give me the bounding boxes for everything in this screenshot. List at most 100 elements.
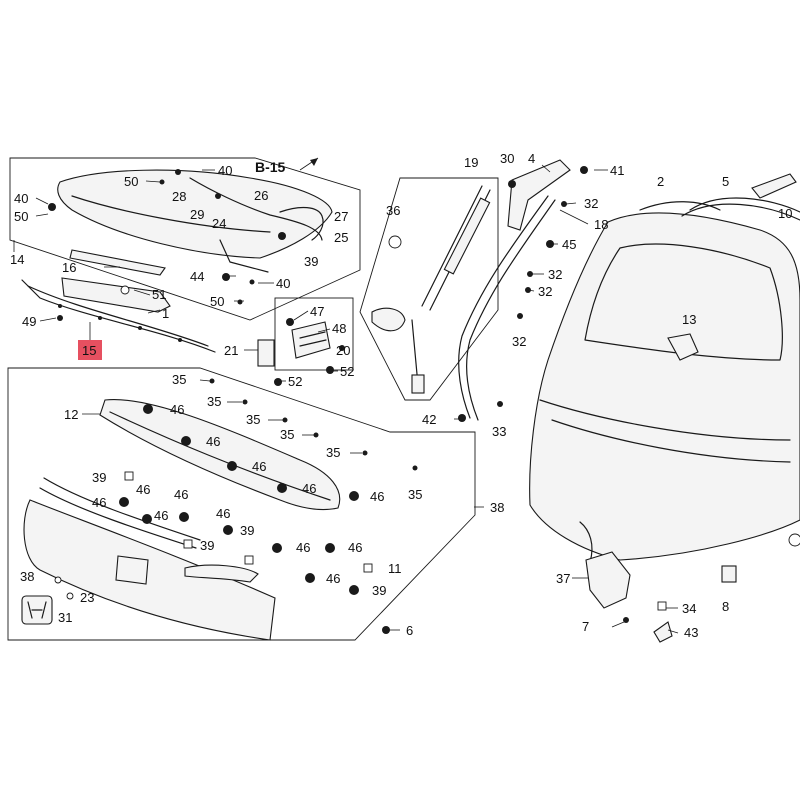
callout-27: 27 — [334, 209, 348, 224]
callout-19: 19 — [464, 155, 478, 170]
callout-32: 32 — [548, 267, 562, 282]
callout-46: 46 — [154, 508, 168, 523]
callout-42: 42 — [422, 412, 436, 427]
callout-50: 50 — [124, 174, 138, 189]
callout-35: 35 — [408, 487, 422, 502]
callout-46: 46 — [370, 489, 384, 504]
emblem-23 — [21, 595, 53, 625]
spoiler-hose-27 — [279, 206, 324, 241]
spoiler-cable-26 — [189, 177, 323, 241]
callout-46: 46 — [136, 482, 150, 497]
bracket-lock — [371, 307, 425, 394]
callout-36: 36 — [386, 203, 400, 218]
callout-38: 23 — [80, 590, 94, 605]
reference-arrow — [299, 157, 319, 171]
callout-46: 46 — [216, 506, 230, 521]
callout-28: 28 — [172, 189, 186, 204]
callout-18: 18 — [594, 217, 608, 232]
callout-31: 6 — [406, 623, 413, 638]
tailgate-body — [529, 212, 800, 561]
callout-33: 33 — [492, 424, 506, 439]
highlight-marker — [78, 340, 102, 360]
callout-7: 43 — [684, 625, 698, 640]
latch-6 — [579, 521, 631, 609]
callout-32: 32 — [584, 196, 598, 211]
callout-2: 2 — [657, 174, 664, 189]
clip-43 — [721, 565, 737, 583]
callout-46: 46 — [206, 434, 220, 449]
callout-6: 37 — [556, 571, 570, 586]
callout-1: 1 — [162, 306, 169, 321]
callout-37: 34 — [682, 601, 696, 616]
control-unit-20 — [291, 321, 331, 359]
callout-16: 16 — [62, 260, 76, 275]
control-unit-box — [274, 297, 354, 371]
rear-glass-2 — [639, 201, 721, 211]
callout-50: 50 — [14, 209, 28, 224]
callout-35: 35 — [280, 427, 294, 442]
callout-26: 26 — [254, 188, 268, 203]
callout-47: 47 — [310, 304, 324, 319]
strip-10 — [751, 173, 797, 199]
spoiler-group-box — [9, 157, 361, 321]
callout-39: 39 — [304, 254, 318, 269]
callout-24: 24 — [212, 216, 226, 231]
callout-50: 50 — [210, 294, 224, 309]
callout-30: 30 — [500, 151, 514, 166]
fasteners — [48, 166, 667, 634]
bracket-21 — [257, 339, 275, 367]
callout-46: 46 — [296, 540, 310, 555]
callout-38: 38 — [20, 569, 34, 584]
garnish-strip — [39, 477, 201, 549]
callout-48: 48 — [332, 321, 346, 336]
callout-41: 41 — [610, 163, 624, 178]
gas-strut-19 — [421, 185, 491, 311]
callout-52: 52 — [340, 364, 354, 379]
callout-11: 38 — [490, 500, 504, 515]
callout-39: 11 — [388, 561, 402, 576]
weatherstrip-18 — [458, 195, 556, 421]
tailgate-garnish-11 — [23, 499, 276, 641]
callout-51: 51 — [152, 287, 166, 302]
callout-46: 46 — [348, 540, 362, 555]
actuator-13 — [667, 333, 699, 361]
callout-35: 35 — [172, 372, 186, 387]
spoiler-part — [57, 169, 333, 273]
damper-box — [359, 177, 499, 401]
callout-29: 29 — [190, 207, 204, 222]
callout-40: 40 — [218, 163, 232, 178]
callout-40: 40 — [276, 276, 290, 291]
callout-39: 39 — [240, 523, 254, 538]
callout-4: 4 — [528, 151, 535, 166]
callout-46: 46 — [302, 481, 316, 496]
callout-46: 46 — [252, 459, 266, 474]
callout-15-highlighted: 15 — [82, 343, 96, 358]
callout-39: 39 — [92, 470, 106, 485]
stop-lamp-1 — [61, 277, 171, 313]
callout-32: 32 — [538, 284, 552, 299]
leader-lines — [13, 164, 679, 634]
part-8 — [788, 533, 800, 547]
callout-23: 31 — [58, 610, 72, 625]
hinge-4 — [507, 159, 571, 231]
callout-46: 46 — [170, 402, 184, 417]
callout-45: 45 — [562, 237, 576, 252]
callout-35: 35 — [207, 394, 221, 409]
callout-34: 7 — [582, 619, 589, 634]
callout-39: 39 — [200, 538, 214, 553]
reference-label: B-15 — [255, 159, 286, 175]
stop-lamp-16 — [69, 249, 166, 276]
callout-43: 8 — [722, 599, 729, 614]
callout-46: 46 — [174, 487, 188, 502]
callout-44: 44 — [190, 269, 204, 284]
callout-52: 52 — [288, 374, 302, 389]
garnish-12 — [99, 398, 341, 511]
callout-21: 21 — [224, 343, 238, 358]
striker-7 — [653, 621, 673, 643]
callout-32: 32 — [512, 334, 526, 349]
callout-10: 10 — [778, 206, 792, 221]
callout-13: 13 — [682, 312, 696, 327]
callout-46: 39 — [372, 583, 386, 598]
callout-5: 5 — [722, 174, 729, 189]
